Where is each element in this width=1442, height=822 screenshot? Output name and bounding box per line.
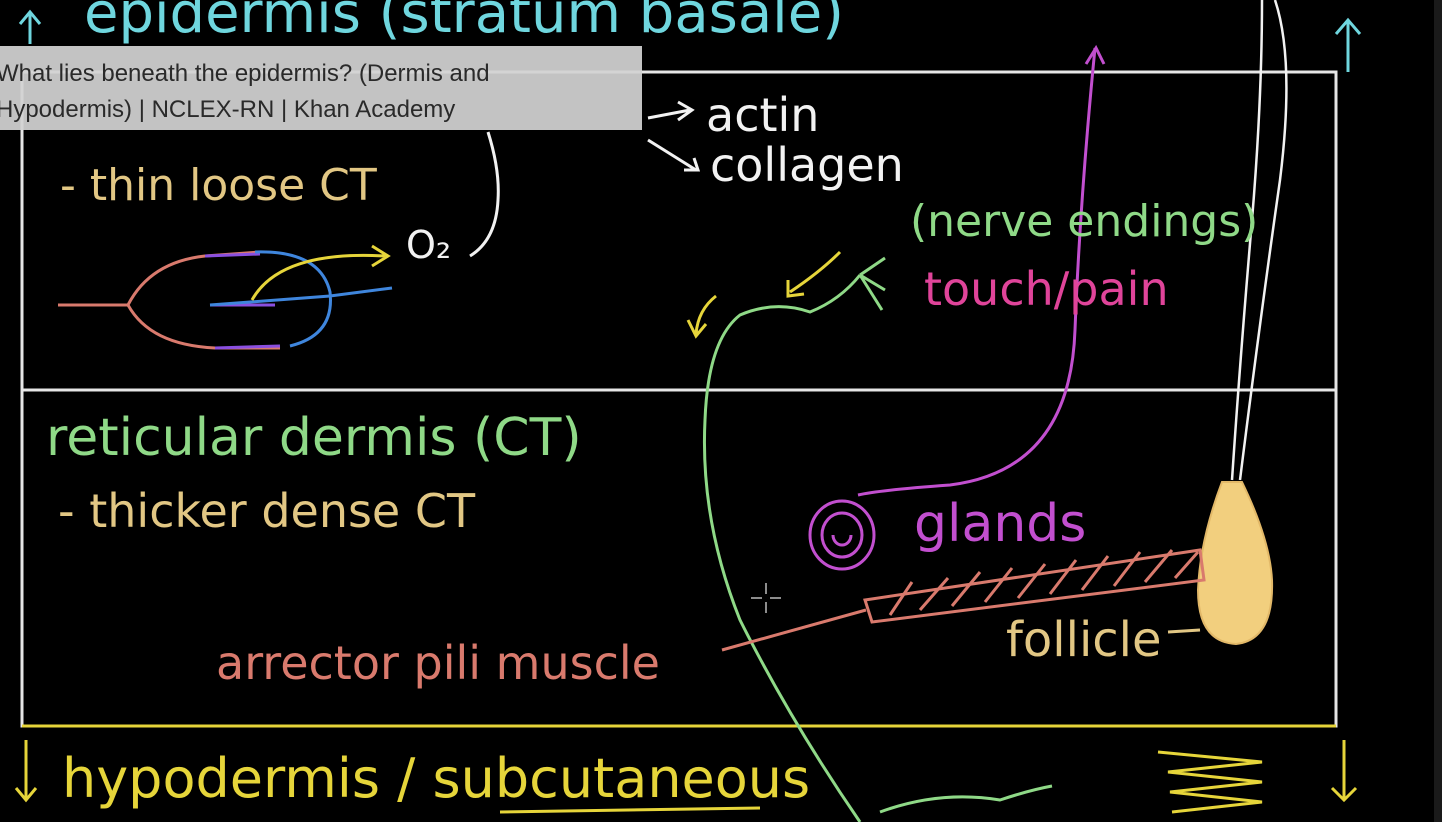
- video-title-tooltip: What lies beneath the epidermis? (Dermis…: [0, 46, 642, 130]
- actin-label: actin: [706, 88, 820, 142]
- hypodermis-label: hypodermis / subcutaneous: [62, 747, 811, 810]
- collagen-label: collagen: [710, 138, 904, 192]
- down-arrow-left: [14, 740, 38, 803]
- arrector-muscle-body: [863, 548, 1206, 624]
- right-edge-scrollbar[interactable]: [1434, 0, 1442, 822]
- yellow-arrow-2: [686, 294, 717, 339]
- gland-duct: [857, 47, 1097, 497]
- crosshair-cursor-icon: [751, 583, 781, 613]
- hair-shaft: [1230, 0, 1288, 481]
- subcutaneous-underline: [499, 806, 761, 814]
- capillary-blue: [209, 250, 393, 348]
- actin-arrow: [647, 100, 695, 122]
- collagen-arrow: [647, 138, 701, 172]
- down-arrow-right: [1330, 740, 1358, 803]
- follicle-label: follicle: [1006, 612, 1162, 668]
- arrector-tail: [721, 608, 867, 652]
- hair-follicle-bulb: [1196, 481, 1274, 646]
- touch-pain-label: touch/pain: [924, 262, 1169, 316]
- white-bracket: [469, 131, 500, 258]
- video-title-line2: Hypodermis) | NCLEX-RN | Khan Academy: [0, 96, 456, 123]
- fat-scribble: [1157, 750, 1263, 814]
- oxygen-label: O₂: [406, 223, 452, 267]
- gland-duct-arrow: [1084, 44, 1106, 65]
- gland-coil: [808, 499, 876, 571]
- up-arrow-left: [18, 9, 42, 44]
- nerve-endings-label: (nerve endings): [910, 196, 1259, 247]
- follicle-pointer: [1167, 628, 1201, 634]
- arrector-hatching: [888, 549, 1200, 616]
- up-arrow-right: [1334, 17, 1362, 72]
- papillary-note: - thin loose CT: [60, 160, 377, 211]
- video-title-line1: What lies beneath the epidermis? (Dermis…: [0, 60, 490, 87]
- reticular-note: - thicker dense CT: [58, 484, 476, 538]
- epidermis-heading: epidermis (stratum basale): [84, 0, 845, 46]
- glands-label: glands: [914, 494, 1087, 554]
- yellow-arrow-1: [786, 250, 842, 298]
- reticular-heading: reticular dermis (CT): [46, 408, 582, 468]
- oxygen-arrow: [250, 244, 391, 301]
- arrector-label: arrector pili muscle: [216, 636, 660, 690]
- nerve-fiber: [702, 256, 886, 822]
- nerve-branch-bottom: [879, 784, 1053, 814]
- capillary-red: [58, 250, 280, 350]
